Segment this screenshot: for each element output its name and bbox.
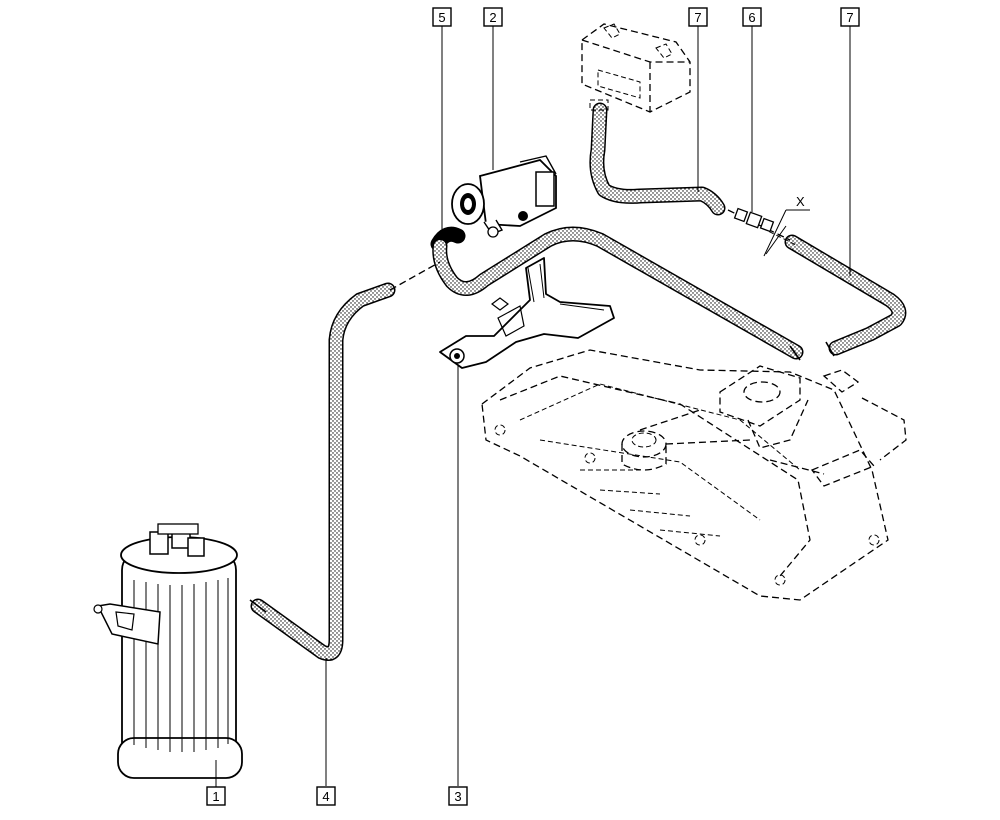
x-marker-label: X: [796, 194, 805, 209]
x-marker: X: [763, 194, 810, 257]
callout-1-label: 1: [212, 789, 219, 804]
callout-7a: 7: [688, 7, 708, 27]
callout-7a-label: 7: [694, 10, 701, 25]
solenoid-valve-2[interactable]: [451, 155, 557, 238]
callout-1: 1: [206, 786, 226, 806]
callout-3-label: 3: [454, 789, 461, 804]
hose-7-lower[interactable]: [784, 234, 907, 357]
callout-3: 3: [448, 786, 468, 806]
callout-5-label: 5: [438, 10, 445, 25]
hose-4[interactable]: [249, 282, 396, 661]
hose-5[interactable]: [430, 226, 804, 361]
callout-7b-label: 7: [846, 10, 853, 25]
hose-7-upper[interactable]: [589, 102, 726, 216]
bracket-3[interactable]: [439, 257, 615, 369]
callout-4: 4: [316, 786, 336, 806]
callout-5: 5: [432, 7, 452, 27]
callout-2: 2: [483, 7, 503, 27]
callout-4-label: 4: [322, 789, 329, 804]
callout-2-label: 2: [489, 10, 496, 25]
callout-6: 6: [742, 7, 762, 27]
callout-7b: 7: [840, 7, 860, 27]
restrictor-6[interactable]: [733, 207, 787, 255]
ecu-box-outline: [581, 23, 691, 113]
canister-1[interactable]: [93, 523, 243, 779]
leader-lines: [215, 26, 851, 788]
engine-outline: [481, 349, 907, 601]
callout-6-label: 6: [748, 10, 755, 25]
